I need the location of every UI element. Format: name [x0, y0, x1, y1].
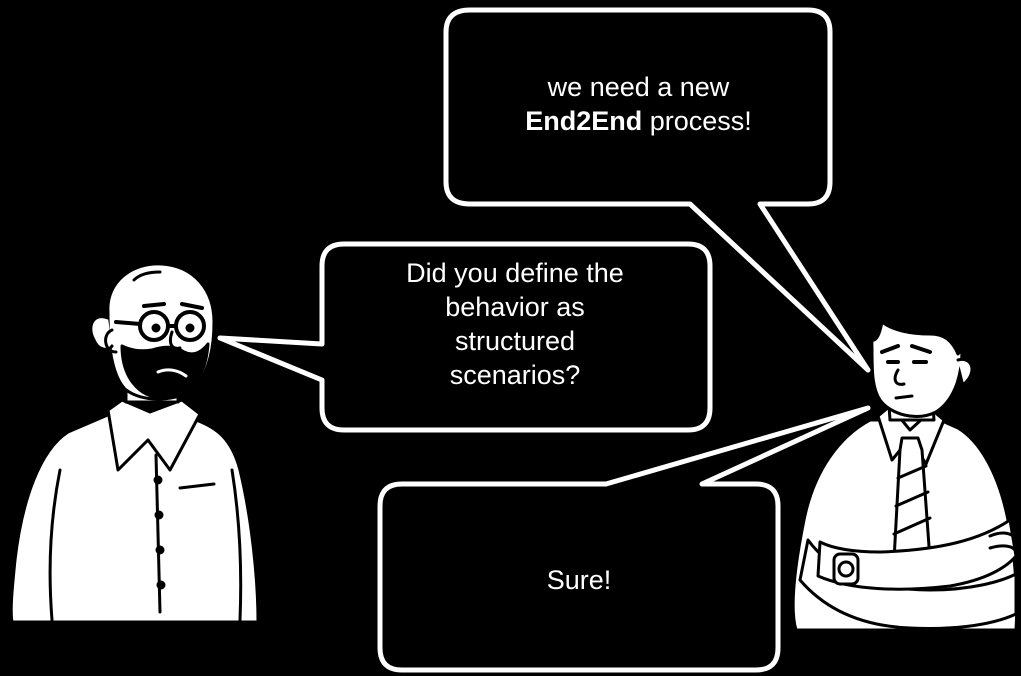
speech-bubble-developer	[217, 241, 713, 433]
developer-line: structured	[454, 326, 576, 356]
tie-stripe	[892, 516, 932, 536]
developer-speech-text: Did you define the behavior as structure…	[322, 256, 708, 392]
left-man-collar	[106, 398, 202, 472]
right-man-brow	[880, 344, 900, 354]
left-man-eye	[185, 323, 195, 333]
developer-line: behavior as	[445, 292, 585, 322]
right-man-fingers	[988, 544, 1018, 554]
manager-bold-term: End2End	[525, 106, 643, 136]
left-man-brow	[142, 302, 166, 308]
watch-face	[837, 560, 855, 578]
right-man-hair	[871, 291, 968, 356]
left-man-ear	[104, 328, 118, 354]
right-man-arm-upper	[816, 518, 1018, 591]
manager-speech-text: we need a new End2End process!	[446, 70, 831, 138]
left-man-brow	[180, 302, 204, 310]
reply-speech-text: Sure!	[380, 563, 778, 597]
bald-bearded-man-icon	[9, 262, 260, 624]
right-man-fingers	[988, 531, 1018, 542]
arms-crossed-man-icon	[791, 291, 1019, 632]
manager-line-1: we need a new	[547, 72, 730, 102]
left-man-mouth	[156, 368, 188, 378]
shirt-button	[155, 545, 165, 555]
left-man-arm-left	[48, 468, 62, 622]
left-man-eye	[151, 323, 161, 333]
shirt-button	[153, 475, 163, 485]
left-man-nose	[168, 330, 182, 350]
right-man-nose	[893, 368, 906, 386]
developer-line: Did you define the	[406, 258, 624, 288]
shirt-button	[156, 580, 166, 590]
shirt-button	[154, 510, 164, 520]
left-man-shine	[132, 270, 162, 282]
left-man-arm-right	[230, 468, 243, 622]
reply-line: Sure!	[546, 565, 612, 595]
left-man-shirt	[9, 408, 260, 624]
manager-line-2-rest: process!	[642, 106, 752, 136]
right-man-brow	[910, 344, 932, 354]
developer-line: scenarios?	[449, 360, 581, 390]
speech-bubble-reply	[377, 405, 871, 673]
right-man-ear	[956, 357, 974, 386]
right-man-mouth	[894, 394, 914, 400]
left-man-glasses-arm	[114, 320, 142, 326]
manager-line-2: End2End process!	[446, 104, 831, 138]
left-man-pocket	[178, 482, 216, 490]
speech-bubble-manager	[443, 7, 871, 373]
tie-stripe	[896, 464, 928, 480]
tie-stripe	[894, 490, 930, 508]
